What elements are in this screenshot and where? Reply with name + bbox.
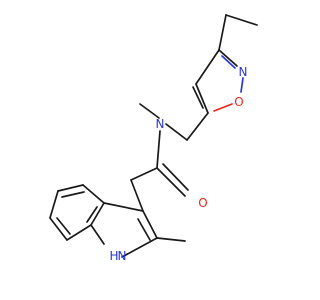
bond-c3-c2 xyxy=(142,210,158,239)
atom-label-indole-n: N xyxy=(118,249,127,263)
bond-c4-c3 xyxy=(195,49,220,85)
bond-c3-n xyxy=(218,49,238,67)
bond-carbonyl-ch2 xyxy=(130,167,158,181)
bond-c6-c7-double xyxy=(56,217,71,235)
bond-c2-methyl xyxy=(156,237,186,242)
bond-o-c5 xyxy=(213,103,233,112)
atom-label-amide-n: N xyxy=(156,117,165,131)
atom-label-isoxazole-o: O xyxy=(234,95,243,109)
bond-c-o-double xyxy=(162,163,189,191)
bond-ch2-n xyxy=(165,123,188,141)
bond-c3-c2-double xyxy=(137,218,151,241)
bond-c5-c6 xyxy=(49,190,59,219)
bond-ethyl-ch3 xyxy=(225,14,258,26)
bond-c3a-c7a xyxy=(90,202,105,226)
bond-ethyl-ch2 xyxy=(218,14,227,51)
bond-c-o xyxy=(156,167,186,197)
bond-c5-c4 xyxy=(195,83,209,114)
bond-c5-ch2 xyxy=(186,112,209,141)
structure-diagram: N O N O H N xyxy=(49,14,258,263)
bond-n1-c7a xyxy=(90,224,105,245)
bond-c2-n1 xyxy=(121,237,158,258)
bond-n-methyl xyxy=(139,103,160,119)
bond-c3-n-double xyxy=(221,55,236,69)
bond-c3-c3a xyxy=(103,202,144,212)
bond-c3a-c4 xyxy=(82,184,105,204)
bond-c4-c5 xyxy=(57,184,84,192)
bond-n-o xyxy=(240,77,244,93)
bond-c5-c4-double xyxy=(192,86,204,109)
bond-ch2-indole xyxy=(130,179,144,212)
bond-n-carbonyl xyxy=(156,130,161,169)
atom-label-isoxazole-n: N xyxy=(239,65,248,79)
bond-c7-c7a xyxy=(66,224,92,241)
bond-c4-c5-double xyxy=(61,191,85,198)
bond-c6-c7 xyxy=(49,217,68,241)
bond-c3a-c7a-double xyxy=(86,206,98,223)
atom-label-indole-h: H xyxy=(109,249,118,263)
molecule-canvas: N O N O H N xyxy=(49,14,258,263)
atom-label-carbonyl-o: O xyxy=(198,196,207,210)
